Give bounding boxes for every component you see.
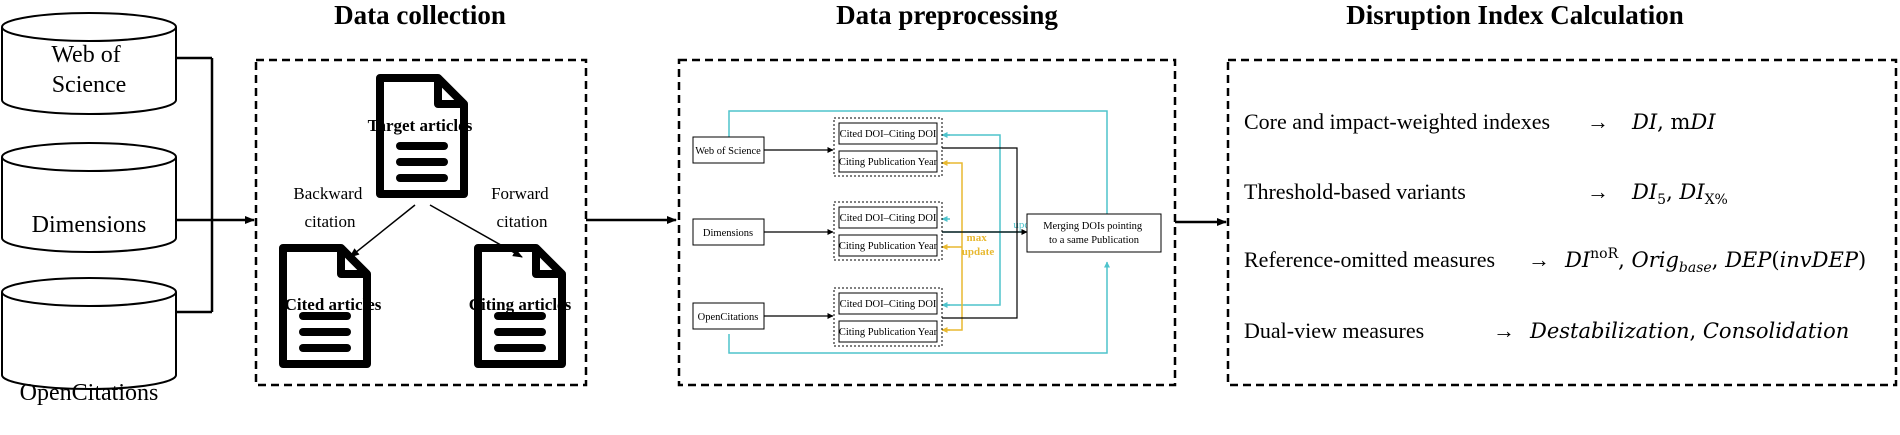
merge-label: Merging DOIs pointing to a same Publicat… bbox=[1043, 221, 1145, 246]
calculation-row-core: Core and impact-weighted indexes → DI, m… bbox=[1244, 109, 1716, 134]
row-label-reference-omitted: Reference-omitted measures bbox=[1244, 247, 1495, 272]
teal-loop-bottom bbox=[728, 261, 1110, 354]
title-data-preprocessing: Data preprocessing bbox=[836, 0, 1058, 30]
field-group-dimensions: Cited DOI–Citing DOI Citing Publication … bbox=[833, 201, 943, 261]
calculation-panel bbox=[1226, 58, 1898, 387]
database-connector bbox=[176, 56, 214, 314]
field-doi-label: Cited DOI–Citing DOI bbox=[840, 129, 937, 140]
row-math-core: DI, mDI bbox=[1631, 110, 1716, 134]
database-cylinder-opencitations: OpenCitations bbox=[1, 277, 177, 406]
row-math-reference-omitted: DInoR, Origbase, DEP(invDEP) bbox=[1564, 246, 1866, 276]
field-year-label: Citing Publication Year bbox=[839, 241, 938, 252]
field-group-opencitations: Cited DOI–Citing DOI Citing Publication … bbox=[833, 287, 943, 347]
row-label-core: Core and impact-weighted indexes bbox=[1244, 109, 1550, 134]
database-cylinder-web-of-science: Web of Science bbox=[1, 12, 177, 115]
field-year-label: Citing Publication Year bbox=[839, 327, 938, 338]
target-articles-label: Target articles bbox=[368, 116, 473, 135]
field-doi-label: Cited DOI–Citing DOI bbox=[840, 213, 937, 224]
row-label-threshold: Threshold-based variants bbox=[1244, 179, 1466, 204]
database-label-dimensions: Dimensions bbox=[32, 212, 147, 238]
data-collection-panel bbox=[254, 58, 588, 387]
target-article-icon bbox=[380, 78, 464, 194]
source-label-web-of-science: Web of Science bbox=[695, 146, 761, 157]
calculation-row-reference-omitted: Reference-omitted measures → DInoR, Orig… bbox=[1244, 246, 1866, 276]
title-data-collection: Data collection bbox=[334, 0, 506, 30]
backward-citation-label: Backward citation bbox=[293, 184, 366, 231]
row-arrow-core: → bbox=[1587, 109, 1609, 134]
calculation-row-threshold: Threshold-based variants → DI5, DIX% bbox=[1244, 179, 1728, 208]
teal-loop-top bbox=[728, 110, 1110, 239]
field-doi-label: Cited DOI–Citing DOI bbox=[840, 299, 937, 310]
row-label-dual-view: Dual-view measures bbox=[1244, 318, 1424, 343]
row-math-dual-view: Destabilization, Consolidation bbox=[1529, 319, 1849, 343]
source-box-opencitations bbox=[692, 302, 765, 330]
backward-citation-arrow bbox=[349, 204, 416, 258]
preprocessing-flowchart: update max update Web of Science Dimensi… bbox=[692, 110, 1162, 354]
title-disruption-index-calculation: Disruption Index Calculation bbox=[1346, 0, 1684, 30]
field-year-label: Citing Publication Year bbox=[839, 157, 938, 168]
calculation-row-dual-view: Dual-view measures → Destabilization, Co… bbox=[1244, 318, 1849, 343]
max-update-label: max update bbox=[962, 232, 995, 258]
source-label-opencitations: OpenCitations bbox=[698, 312, 759, 323]
groups-to-merge-connector bbox=[942, 147, 1018, 319]
forward-citation-label: Forward citation bbox=[491, 184, 553, 231]
merge-box bbox=[1026, 213, 1162, 253]
database-label-opencitations: OpenCitations bbox=[20, 380, 159, 406]
row-arrow-reference-omitted: → bbox=[1528, 247, 1550, 272]
citing-articles-label: Citing articles bbox=[469, 295, 572, 314]
database-label-web-of-science: Web of Science bbox=[51, 42, 126, 98]
source-label-dimensions: Dimensions bbox=[703, 228, 753, 239]
forward-citation-arrow bbox=[429, 204, 523, 258]
field-group-web-of-science: Cited DOI–Citing DOI Citing Publication … bbox=[833, 117, 943, 177]
row-math-threshold: DI5, DIX% bbox=[1631, 180, 1728, 208]
row-arrow-dual-view: → bbox=[1493, 318, 1515, 343]
data-preprocessing-panel bbox=[677, 58, 1177, 387]
database-cylinder-dimensions: Dimensions bbox=[1, 142, 177, 253]
row-arrow-threshold: → bbox=[1587, 179, 1609, 204]
teal-update-line bbox=[942, 134, 1022, 306]
cited-articles-label: Cited articles bbox=[285, 295, 382, 314]
